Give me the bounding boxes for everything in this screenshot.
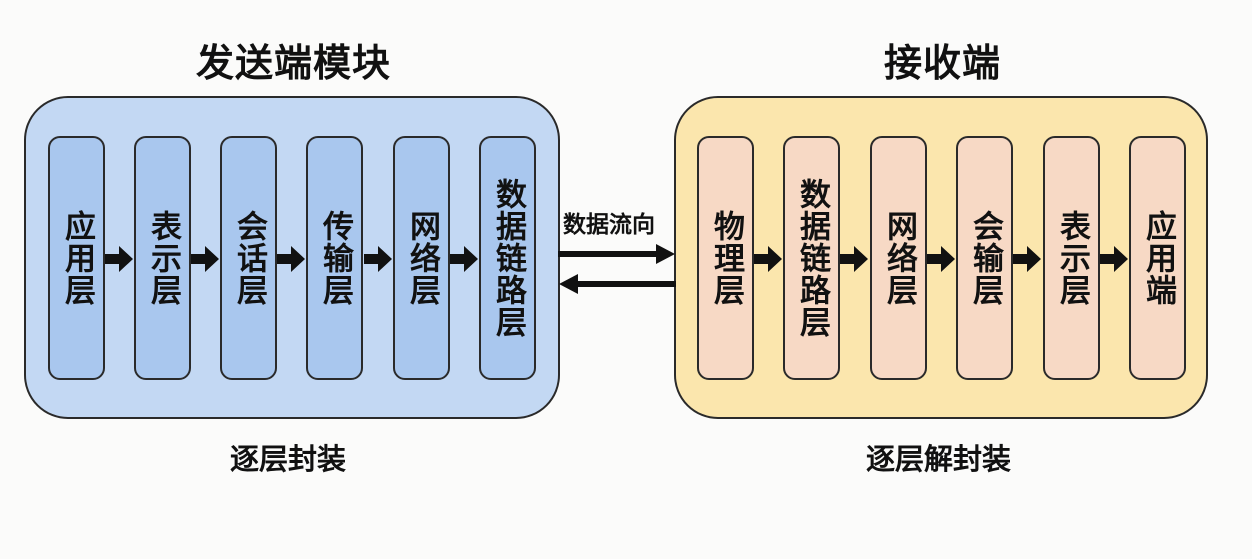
receiver-layer-datalink-label: 数据链路层 bbox=[794, 178, 830, 338]
receiver-arrow-1-icon bbox=[754, 246, 782, 272]
sender-layer-presentation-label: 表示层 bbox=[145, 210, 181, 306]
receiver-layer-presentation: 表示层 bbox=[1043, 136, 1100, 380]
flow-arrow-right-icon bbox=[558, 244, 675, 264]
sender-arrow-4-icon bbox=[364, 246, 392, 272]
data-flow-label: 数据流向 bbox=[563, 212, 655, 238]
receiver-arrow-2-icon bbox=[840, 246, 868, 272]
flow-arrow-left-icon bbox=[559, 274, 676, 294]
receiver-layer-network-label: 网络层 bbox=[881, 210, 917, 306]
receiver-layer-transport-label: 会输层 bbox=[967, 210, 1003, 306]
receiver-arrow-5-icon bbox=[1100, 246, 1128, 272]
receiver-layer-application-label: 应用端 bbox=[1140, 210, 1176, 306]
receiver-caption: 逐层解封装 bbox=[866, 442, 1012, 476]
sender-layer-session-label: 会话层 bbox=[231, 210, 267, 306]
receiver-layer-physical: 物理层 bbox=[697, 136, 754, 380]
sender-layer-datalink-label: 数据链路层 bbox=[490, 178, 526, 338]
sender-arrow-2-icon bbox=[191, 246, 219, 272]
receiver-layer-application: 应用端 bbox=[1129, 136, 1186, 380]
receiver-arrow-3-icon bbox=[927, 246, 955, 272]
receiver-layer-transport: 会输层 bbox=[956, 136, 1013, 380]
receiver-arrow-4-icon bbox=[1013, 246, 1041, 272]
sender-layer-network: 网络层 bbox=[393, 136, 450, 380]
receiver-title: 接收端 bbox=[884, 41, 1002, 85]
sender-layer-transport-label: 传输层 bbox=[317, 210, 353, 306]
sender-arrow-5-icon bbox=[450, 246, 478, 272]
sender-layer-presentation: 表示层 bbox=[134, 136, 191, 380]
receiver-layer-network: 网络层 bbox=[870, 136, 927, 380]
receiver-layer-presentation-label: 表示层 bbox=[1054, 210, 1090, 306]
sender-caption: 逐层封装 bbox=[230, 442, 347, 476]
receiver-layer-physical-label: 物理层 bbox=[708, 210, 744, 306]
sender-layer-session: 会话层 bbox=[220, 136, 277, 380]
sender-title: 发送端模块 bbox=[196, 41, 392, 85]
sender-layer-transport: 传输层 bbox=[306, 136, 363, 380]
sender-layer-application: 应用层 bbox=[48, 136, 105, 380]
sender-layer-application-label: 应用层 bbox=[59, 210, 95, 306]
sender-arrow-3-icon bbox=[277, 246, 305, 272]
receiver-panel: 物理层 数据链路层 网络层 会输层 表示层 应用端 bbox=[674, 96, 1208, 419]
sender-layer-network-label: 网络层 bbox=[404, 210, 440, 306]
receiver-layer-datalink: 数据链路层 bbox=[783, 136, 840, 380]
sender-arrow-1-icon bbox=[105, 246, 133, 272]
sender-panel: 应用层 表示层 会话层 传输层 网络层 数据链路层 bbox=[24, 96, 560, 419]
sender-layer-datalink: 数据链路层 bbox=[479, 136, 536, 380]
